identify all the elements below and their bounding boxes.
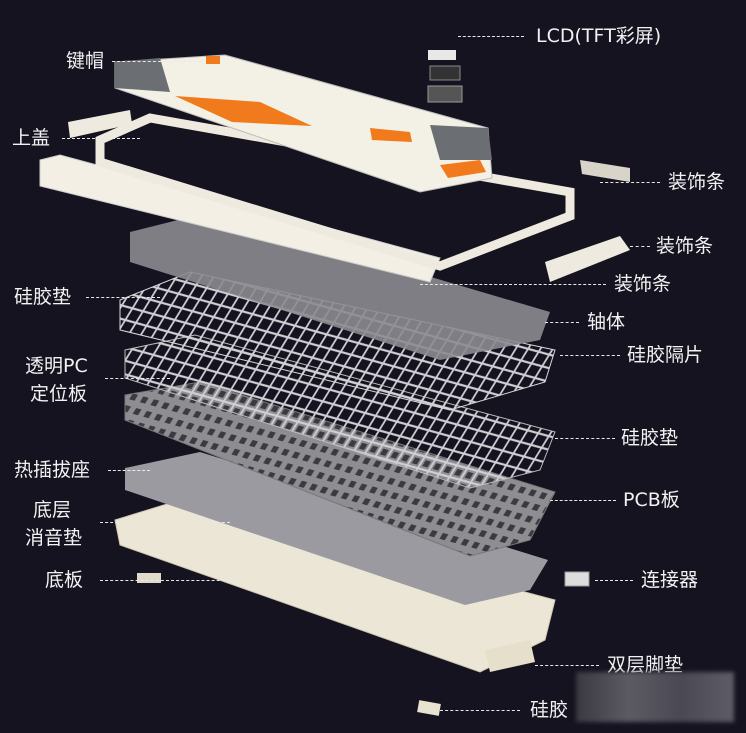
leader-line xyxy=(100,522,230,523)
keycaps-orange-enter xyxy=(370,128,412,142)
double-feet xyxy=(485,640,535,672)
label-decor-strip-3: 装饰条 xyxy=(614,273,672,295)
silicone-foot xyxy=(417,700,441,716)
bottom-foam xyxy=(125,452,548,605)
bottom-plate-piece xyxy=(137,573,161,583)
label-decor-strip-2: 装饰条 xyxy=(656,235,714,257)
label-keycaps: 键帽 xyxy=(66,50,105,72)
label-silicone-feet: 硅胶 xyxy=(530,699,569,721)
label-top-case: 上盖 xyxy=(12,127,51,149)
label-pcb: PCB板 xyxy=(623,489,680,511)
label-bottom-foam-2: 消音垫 xyxy=(25,527,83,549)
label-silicone-spacer: 硅胶隔片 xyxy=(627,344,704,366)
keycaps-grey-right xyxy=(430,125,492,160)
label-pc-plate-1: 透明PC xyxy=(25,355,88,377)
label-silicone-pad-top: 硅胶垫 xyxy=(14,286,72,308)
leader-line xyxy=(560,355,620,356)
leader-line xyxy=(535,665,599,666)
decor-strip-left xyxy=(68,110,132,138)
leader-line xyxy=(112,61,202,62)
switches xyxy=(130,212,550,360)
label-double-feet: 双层脚垫 xyxy=(607,654,684,676)
leader-line xyxy=(440,710,520,711)
leader-line xyxy=(458,36,524,37)
decor-strip-side xyxy=(580,160,630,182)
keycaps-orange-space xyxy=(175,96,312,126)
blurred-watermark xyxy=(576,672,734,722)
leader-line xyxy=(62,138,140,139)
top-case xyxy=(95,113,575,271)
leader-line xyxy=(105,378,170,379)
leader-line xyxy=(545,322,579,323)
leader-line xyxy=(555,438,615,439)
label-bottom-foam-1: 底层 xyxy=(33,499,72,521)
connector-part xyxy=(564,571,590,587)
decor-strip-right xyxy=(545,236,630,282)
leader-line xyxy=(595,580,633,581)
label-decor-strip-1: 装饰条 xyxy=(668,171,726,193)
leader-line xyxy=(100,580,240,581)
leader-line xyxy=(630,246,650,247)
decor-strip-long xyxy=(39,154,441,283)
lcd-module xyxy=(427,50,463,103)
keycap-orange-esc xyxy=(206,56,220,64)
leader-line xyxy=(600,182,660,183)
leader-line xyxy=(86,297,160,298)
leader-line xyxy=(550,500,616,501)
label-connector: 连接器 xyxy=(641,569,699,591)
leader-line xyxy=(108,470,150,471)
label-bottom-plate: 底板 xyxy=(45,569,84,591)
label-hotswap: 热插拔座 xyxy=(14,459,91,481)
keycaps-orange-arrow xyxy=(440,160,486,178)
label-pc-plate-2: 定位板 xyxy=(30,383,88,405)
keycaps-grey-left xyxy=(115,58,170,92)
label-lcd: LCD(TFT彩屏) xyxy=(536,25,662,47)
label-silicone-pad-mid: 硅胶垫 xyxy=(621,427,679,449)
label-switches: 轴体 xyxy=(587,311,626,333)
leader-line xyxy=(420,284,606,285)
